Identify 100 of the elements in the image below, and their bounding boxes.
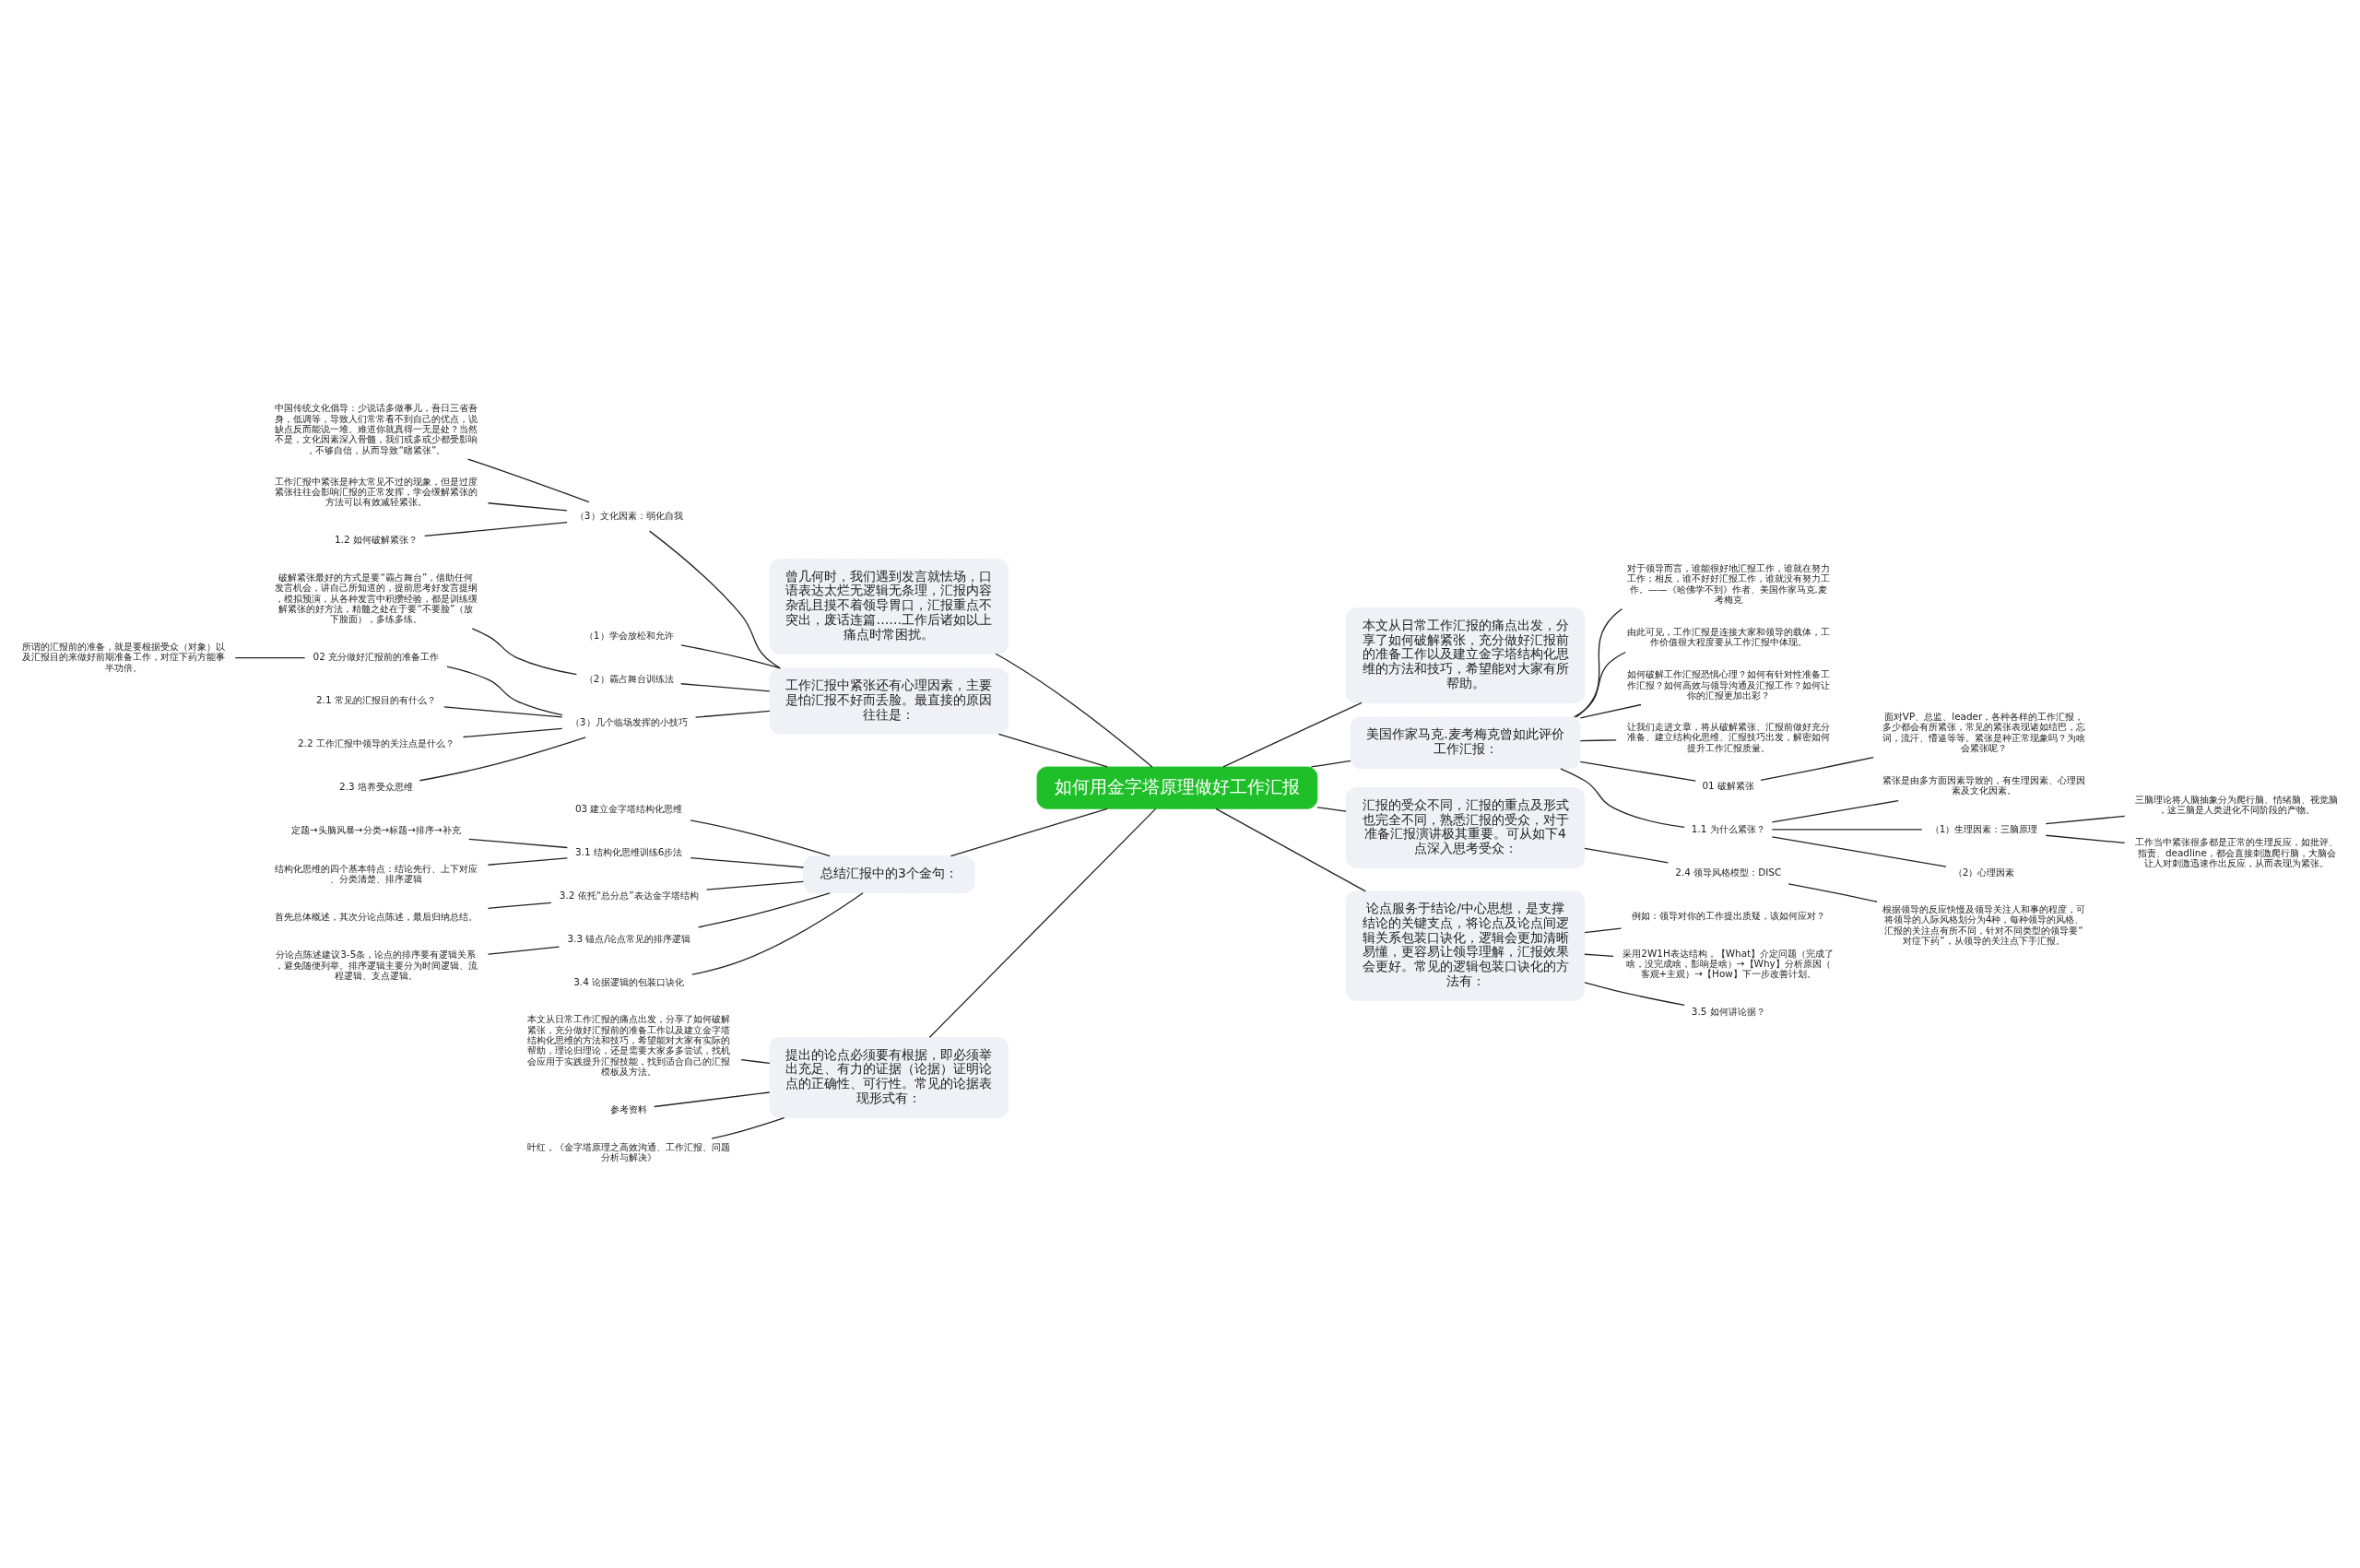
connector (680, 683, 771, 692)
connector (1760, 756, 1874, 781)
node-text: 3.3 锚点/论点常见的排序逻辑 (567, 932, 690, 944)
connector (1222, 701, 1363, 768)
connector (1788, 883, 1878, 902)
connector (697, 892, 831, 928)
node-box: 美国作家马克.麦考梅克曾如此评价工作汇报： (1350, 716, 1581, 770)
connector (654, 1091, 771, 1108)
node-text: 让我们走进文章，将从破解紧张、汇报前做好充分准备、建立结构化思维、汇报技巧出发，解密如何提升工作汇报质量。 (1626, 721, 1830, 753)
connector (2045, 815, 2126, 825)
connector (1771, 799, 1899, 823)
node-text: （2）霸占舞台训练法 (584, 672, 674, 684)
connector (1584, 982, 1685, 1007)
connector (234, 656, 306, 659)
node-text: 中国传统文化倡导：少说话多做事儿，吾日三省吾身，低调等，导致人们常常看不到自己的优点，说缺点反而能说一堆。难道你就真得一无是处？当然不是，文化因素深入骨髓，我们或多或少都受影响，不够自信，从而导致“瞎紧张”。 (274, 402, 478, 455)
node-text: 所谓的汇报前的准备，就是要根据受众（对象）以及汇报目的来做好前期准备工作，对症下药方能事半功倍。 (21, 640, 225, 673)
connector (690, 819, 831, 857)
node-text: 例如：领导对你的工作提出质疑，该如何应对？ (1631, 909, 1825, 921)
connector (1573, 651, 1626, 718)
connector (997, 733, 1108, 768)
node-text: 2.3 培养受众思维 (338, 781, 413, 793)
node-text: 本文从日常工作汇报的痛点出发，分享了如何破解紧张，充分做好汇报前的准备工作以及建立金字塔结构化思维的方法和技巧，希望能对大家有实际的帮助，理论归理论，还是需要大家多多尝试，找机会应用于实践提升汇报技能，找到适合自己的汇报模板及方法。 (527, 1013, 731, 1078)
node-box: 提出的论点必须要有根据，即必须举出充足、有力的证据（论据）证明论点的正确性、可行性。常见的论据表现形式有： (769, 1037, 1009, 1118)
connector (487, 946, 560, 955)
node-text: 3.4 论据逻辑的包装口诀化 (573, 975, 685, 987)
node-text: 首先总体概述，其次分论点陈述，最后归纳总结。 (274, 911, 478, 923)
connector (995, 653, 1153, 768)
node-text: 3.1 结构化思维训练6步法 (574, 845, 683, 857)
connector (1579, 760, 1696, 782)
connector (2045, 834, 2126, 844)
connector (928, 808, 1157, 1038)
node-text: 叶红，《金字塔原理之高效沟通、工作汇报、问题分析与解决》 (527, 1140, 731, 1163)
node-text: 01 破解紧张 (1702, 779, 1755, 791)
node-text: 结构化思维的四个基本特点：结论先行、上下对应、分类清楚、排序逻辑 (274, 862, 478, 885)
connector (711, 1117, 785, 1139)
node-text: （2）心理因素 (1953, 866, 2015, 878)
connector (1316, 807, 1347, 812)
node-text: 工作汇报中紧张是种太常见不过的现象，但是过度紧张往往会影响汇报的正常发挥，学会缓解紧张的方法可以有效减轻紧张。 (274, 475, 478, 508)
connector (471, 628, 578, 676)
connector (443, 706, 563, 718)
node-text: 3.2 依托“总分总”表达金字塔结构 (559, 889, 699, 901)
connector (487, 902, 552, 909)
node-box: 本文从日常工作汇报的痛点出发，分享了如何破解紧张，充分做好汇报前的准备工作以及建立金字塔结构化思维的方法和技巧，希望能对大家有所帮助。 (1345, 607, 1586, 703)
node-text: 采用2W1H表达结构，【What】介定问题（完成了啥，没完成啥，影响是啥）→【Why】分析原因（客观+主观）→【How】下一步改善计划。 (1622, 947, 1835, 980)
node-text: 面对VP、总监、leader，各种各样的工作汇报，多少都会有所紧张，常见的紧张表现诸如结巴，忘词，流汗、懵逼等等。紧张是种正常现象吗？为啥会紧张呢？ (1882, 711, 2086, 754)
node-box: 总结汇报中的3个金句： (803, 855, 975, 894)
node-box: 论点服务于结论/中心思想，是支撑结论的关键支点，将论点及论点间逻辑关系包装口诀化，逻辑会更加清晰易懂，更容易让领导理解，汇报效果会更好。常见的逻辑包装口诀化的方法有： (1345, 890, 1586, 1001)
connector (648, 530, 781, 669)
connector (424, 522, 568, 537)
connector (1575, 607, 1623, 718)
connector (1579, 739, 1617, 742)
connector (1215, 808, 1366, 892)
node-text: 破解紧张最好的方式是要“霸占舞台”，借助任何发言机会，讲自己所知道的，提前思考好发言提纲，模拟预演，从各种发言中积攒经验，都是训练缓解紧张的好方法，精髓之处在于要“不要脸”（放下脸面），多练多练。 (274, 572, 478, 625)
node-text: 如何破解工作汇报恐惧心理？如何有针对性准备工作汇报？如何高效与领导沟通及汇报工作？如何让你的汇报更加出彩？ (1626, 668, 1830, 701)
node-text: 由此可见，工作汇报是连接大家和领导的载体，工作价值很大程度要从工作汇报中体现。 (1626, 625, 1830, 648)
node-text: 2.4 领导风格模型：DISC (1675, 866, 1782, 878)
node-box: 曾几何时，我们遇到发言就怯场，口语表达太烂无逻辑无条理，汇报内容杂乱且摸不着领导胃口，汇报重点不突出，废话连篇……工作后诸如以上痛点时常困扰。 (769, 559, 1009, 654)
node-text: （1）生理因素：三脑原理 (1929, 822, 2038, 834)
node-text: 02 充分做好汇报前的准备工作 (313, 651, 440, 663)
connector (950, 808, 1108, 857)
connector (1584, 847, 1669, 864)
node-text: 工作当中紧张很多都是正常的生理反应，如批评、指责、deadline，都会直接刺激爬行脑，大脑会让人对刺激迅速作出反应，从而表现为紧张。 (2135, 836, 2339, 869)
node-text: （3）文化因素：弱化自我 (574, 510, 683, 522)
connector (487, 502, 568, 512)
node-text: 1.1 为什么紧张？ (1691, 822, 1765, 834)
connector (487, 857, 568, 866)
node-text: 根据领导的反应快慢及领导关注人和事的程度，可将领导的人际风格划分为4种，每种领导的风格、汇报的关注点有所不同，针对不同类型的领导要“对症下药”，从领导的关注点下手汇报。 (1882, 903, 2086, 947)
connector (691, 892, 864, 975)
connector (740, 1059, 771, 1065)
node-text: 分论点陈述建议3-5条，论点的排序要有逻辑关系，避免随便列举。排序逻辑主要分为时间逻辑、流程逻辑、支点逻辑。 (274, 949, 478, 981)
connector (462, 727, 563, 738)
node-text: 2.1 常见的汇报目的有什么？ (315, 694, 436, 706)
node-text: （1）学会放松和允许 (584, 629, 674, 641)
node-text: 参考资料 (610, 1102, 648, 1114)
node-text: 对于领导而言，谁能很好地汇报工作，谁就在努力工作；相反，谁不好好汇报工作，谁就没有努力工作。——《哈佛学不到》作者、美国作家马克.麦考梅克 (1626, 562, 1830, 606)
node-text: （3）几个临场发挥的小技巧 (570, 715, 688, 727)
connector (680, 644, 782, 669)
connector (1584, 927, 1622, 934)
node-text: 1.2 如何破解紧张？ (334, 534, 418, 546)
connector (466, 458, 590, 503)
connector (705, 880, 804, 890)
connector (694, 710, 771, 718)
connector (1771, 836, 1947, 867)
node-text: 03 建立金字塔结构化思维 (574, 802, 683, 814)
node-text: 定题→头脑风暴→分类→标题→排序→补充 (291, 824, 461, 836)
node-text: 三脑理论将人脑抽象分为爬行脑、情绪脑、视觉脑，这三脑是人类进化不同阶段的产物。 (2135, 793, 2339, 816)
node-text: 3.5 如何讲论据？ (1691, 1006, 1765, 1018)
connector (1584, 953, 1614, 958)
connector (690, 857, 805, 868)
connector (419, 737, 586, 782)
connector (468, 838, 569, 849)
connector (446, 666, 563, 716)
node-box: 汇报的受众不同，汇报的重点及形式也完全不同，熟悉汇报的受众，对于准备汇报演讲极其重要。可从如下4点深入思考受众： (1345, 787, 1586, 869)
node-box: 工作汇报中紧张还有心理因素，主要是怕汇报不好而丢脸。最直接的原因往往是： (769, 667, 1009, 735)
connector (1560, 768, 1685, 828)
node-text: 2.2 工作汇报中领导的关注点是什么？ (297, 737, 454, 749)
node-box: 如何用金字塔原理做好工作汇报 (1036, 766, 1318, 809)
connector (1310, 760, 1351, 768)
connector (1771, 829, 1923, 831)
node-text: 紧张是由多方面因素导致的，有生理因素、心理因素及文化因素。 (1882, 773, 2086, 796)
